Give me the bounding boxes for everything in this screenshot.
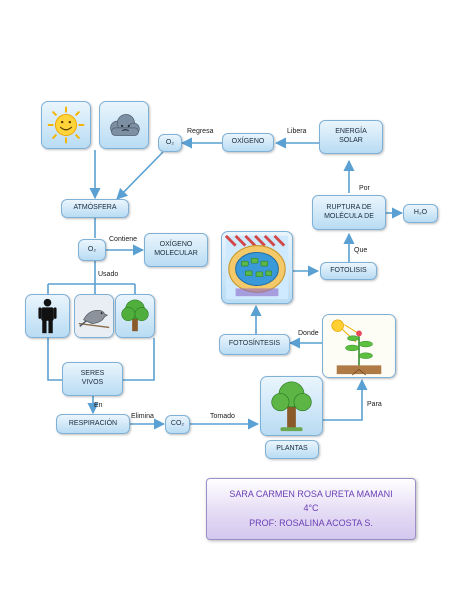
link-label-en: En [94, 402, 103, 409]
oxigeno-molecular-node: OXÍGENO MOLECULAR [144, 233, 208, 267]
sun-icon [41, 101, 91, 149]
respiracion-node: RESPIRACIÓN [56, 414, 130, 434]
link-label-usado: Usado [98, 271, 119, 278]
plant-photosynthesis-image [322, 314, 396, 378]
bird-image [74, 294, 114, 338]
arrow-o2-atmosfera [116, 151, 164, 200]
tree-icon [115, 294, 155, 338]
link-label-que: Que [354, 247, 368, 254]
link-label-elimina: Elimina [131, 413, 154, 420]
energia-solar-node: ENERGÍA SOLAR [319, 120, 383, 154]
cloud-icon [99, 101, 149, 149]
link-label-contiene: Contiene [109, 236, 138, 243]
fotolisis-node: FOTOLISIS [320, 262, 377, 280]
teacher-name: PROF: ROSALINA ACOSTA S. [249, 517, 373, 528]
link-label-libera: Libera [287, 128, 307, 135]
o2-mid-node: O₂ [78, 239, 106, 261]
atmosfera-node: ATMÓSFERA [61, 199, 129, 218]
plantas-node: PLANTAS [265, 440, 319, 459]
ruptura-node: RUPTURA DE MOLÉCULA DE [312, 195, 386, 230]
line-person-seres [47, 338, 62, 381]
co2-node: CO₂ [165, 415, 190, 434]
seres-vivos-node: SERES VIVOS [62, 362, 123, 396]
fotosintesis-node: FOTOSÍNTESIS [219, 334, 290, 355]
oxigeno-node: OXÍGENO [222, 133, 274, 152]
link-label-regresa: Regresa [187, 128, 214, 135]
chloroplast-image [221, 231, 293, 304]
arrow-plantas-plant-diagram [323, 378, 368, 421]
person-icon [25, 294, 70, 338]
author-credit-box: SARA CARMEN ROSA URETA MAMANI 4°C PROF: … [206, 478, 416, 540]
link-label-tomado: Tomado [210, 413, 235, 420]
h2o-node: H₂O [403, 204, 438, 223]
tree-icon-large [260, 376, 323, 436]
line-tree-seres [123, 338, 155, 381]
author-name: SARA CARMEN ROSA URETA MAMANI [229, 489, 393, 499]
o2-top-node: O₂ [158, 134, 182, 152]
link-label-donde: Donde [298, 330, 319, 337]
link-label-para: Para [367, 401, 382, 408]
grade-label: 4°C [303, 503, 319, 514]
link-label-por: Por [359, 185, 370, 192]
